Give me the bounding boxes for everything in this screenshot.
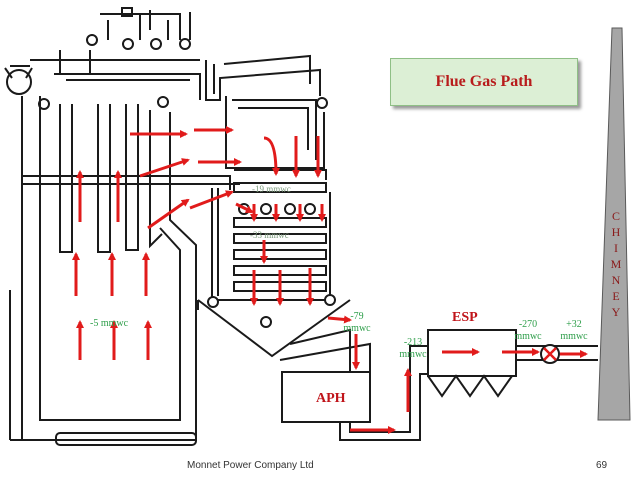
- convection-pass: [197, 54, 351, 358]
- furnace: [9, 73, 240, 446]
- pressure-convection-1: -19 mmwc: [252, 184, 291, 194]
- pressure-esp-inlet: -213 mmwc: [396, 337, 430, 361]
- chimney-label: C H I M N E Y: [606, 208, 626, 320]
- fan-cross-icon: [540, 344, 560, 364]
- pressure-convection-2: -33 mmwc: [250, 230, 289, 240]
- diagram-title: Flue Gas Path: [390, 58, 578, 106]
- chimney-letter: I: [614, 241, 618, 255]
- chimney-letter: E: [612, 289, 620, 303]
- aph-box: [281, 371, 371, 423]
- pressure-aph-inlet-value: -79: [350, 311, 364, 322]
- aph-label: APH: [316, 391, 346, 406]
- pressure-furnace: -5 mmwc: [90, 318, 129, 329]
- pressure-aph-inlet-unit: mmwc: [343, 323, 371, 334]
- page-number: 69: [596, 460, 608, 471]
- pressure-id-fan-inlet: -270 mmwc: [510, 319, 546, 343]
- ducting: [279, 328, 598, 441]
- pressure-esp-inlet-value: -213: [403, 337, 423, 348]
- chimney-letter: Y: [611, 305, 621, 319]
- pressure-id-fan-inlet-value: -270: [518, 319, 538, 330]
- pressure-aph-inlet: -79 mmwc: [340, 311, 374, 335]
- pressure-id-fan-outlet: +32 mmwc: [556, 319, 592, 343]
- chimney-letter: C: [611, 209, 620, 223]
- chimney-letter: N: [611, 273, 621, 287]
- flow-arrows: [72, 126, 588, 434]
- pressure-id-fan-outlet-value: +32: [566, 319, 582, 330]
- boiler-top-headers: [4, 7, 200, 110]
- steam-drum-left: [6, 69, 32, 95]
- footer-company: Monnet Power Company Ltd: [187, 460, 314, 471]
- pressure-esp-inlet-unit: mmwc: [399, 349, 427, 360]
- chimney: [597, 27, 631, 421]
- chimney-letter: M: [610, 257, 622, 271]
- pressure-id-fan-outlet-unit: mmwc: [560, 331, 588, 342]
- esp-label: ESP: [452, 310, 478, 325]
- pressure-id-fan-inlet-unit: mmwc: [514, 331, 542, 342]
- chimney-letter: H: [611, 225, 621, 239]
